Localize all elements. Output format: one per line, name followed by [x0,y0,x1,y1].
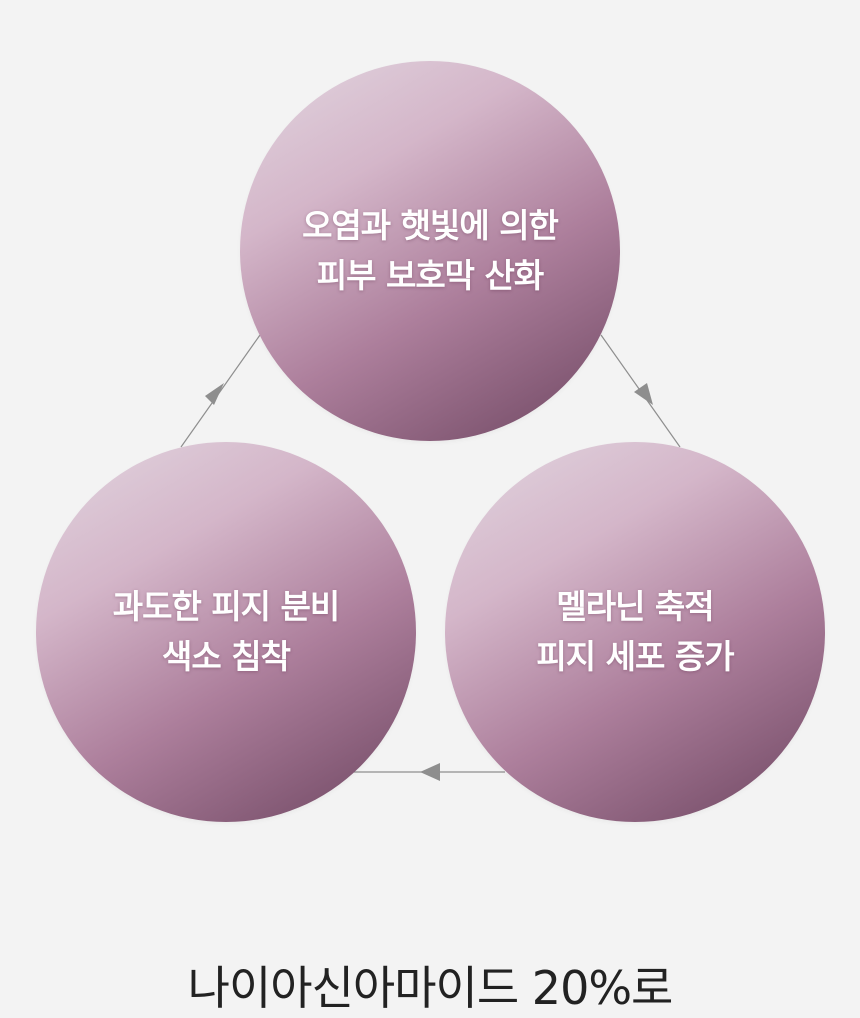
arrow-up-right-icon [205,383,224,405]
cycle-connectors [180,334,681,781]
arrow-down-right-icon [634,383,653,405]
cycle-step-left-line-2: 색소 침착 [162,637,291,676]
cycle-step-right-line-2: 피지 세포 증가 [536,637,734,676]
cycle-step-left-line-1: 과도한 피지 분비 [112,587,340,626]
cycle-step-right: 멜라닌 축적 피지 세포 증가 [445,442,825,822]
cycle-step-left: 과도한 피지 분비 색소 침착 [36,442,416,822]
cycle-step-top-line-1: 오염과 햇빛에 의한 [302,206,559,245]
cycle-diagram: 오염과 햇빛에 의한 피부 보호막 산화 과도한 피지 분비 색소 침착 멜라닌… [36,61,825,1015]
connector-left-top [180,334,261,448]
cycle-step-top-line-2: 피부 보호막 산화 [316,256,544,295]
cycle-step-top: 오염과 햇빛에 의한 피부 보호막 산화 [240,61,620,441]
cycle-step-right-line-1: 멜라닌 축적 [556,587,714,626]
arrow-left-icon [420,763,440,781]
footer-headline: 나이아신아마이드 20%로 [187,961,674,1015]
